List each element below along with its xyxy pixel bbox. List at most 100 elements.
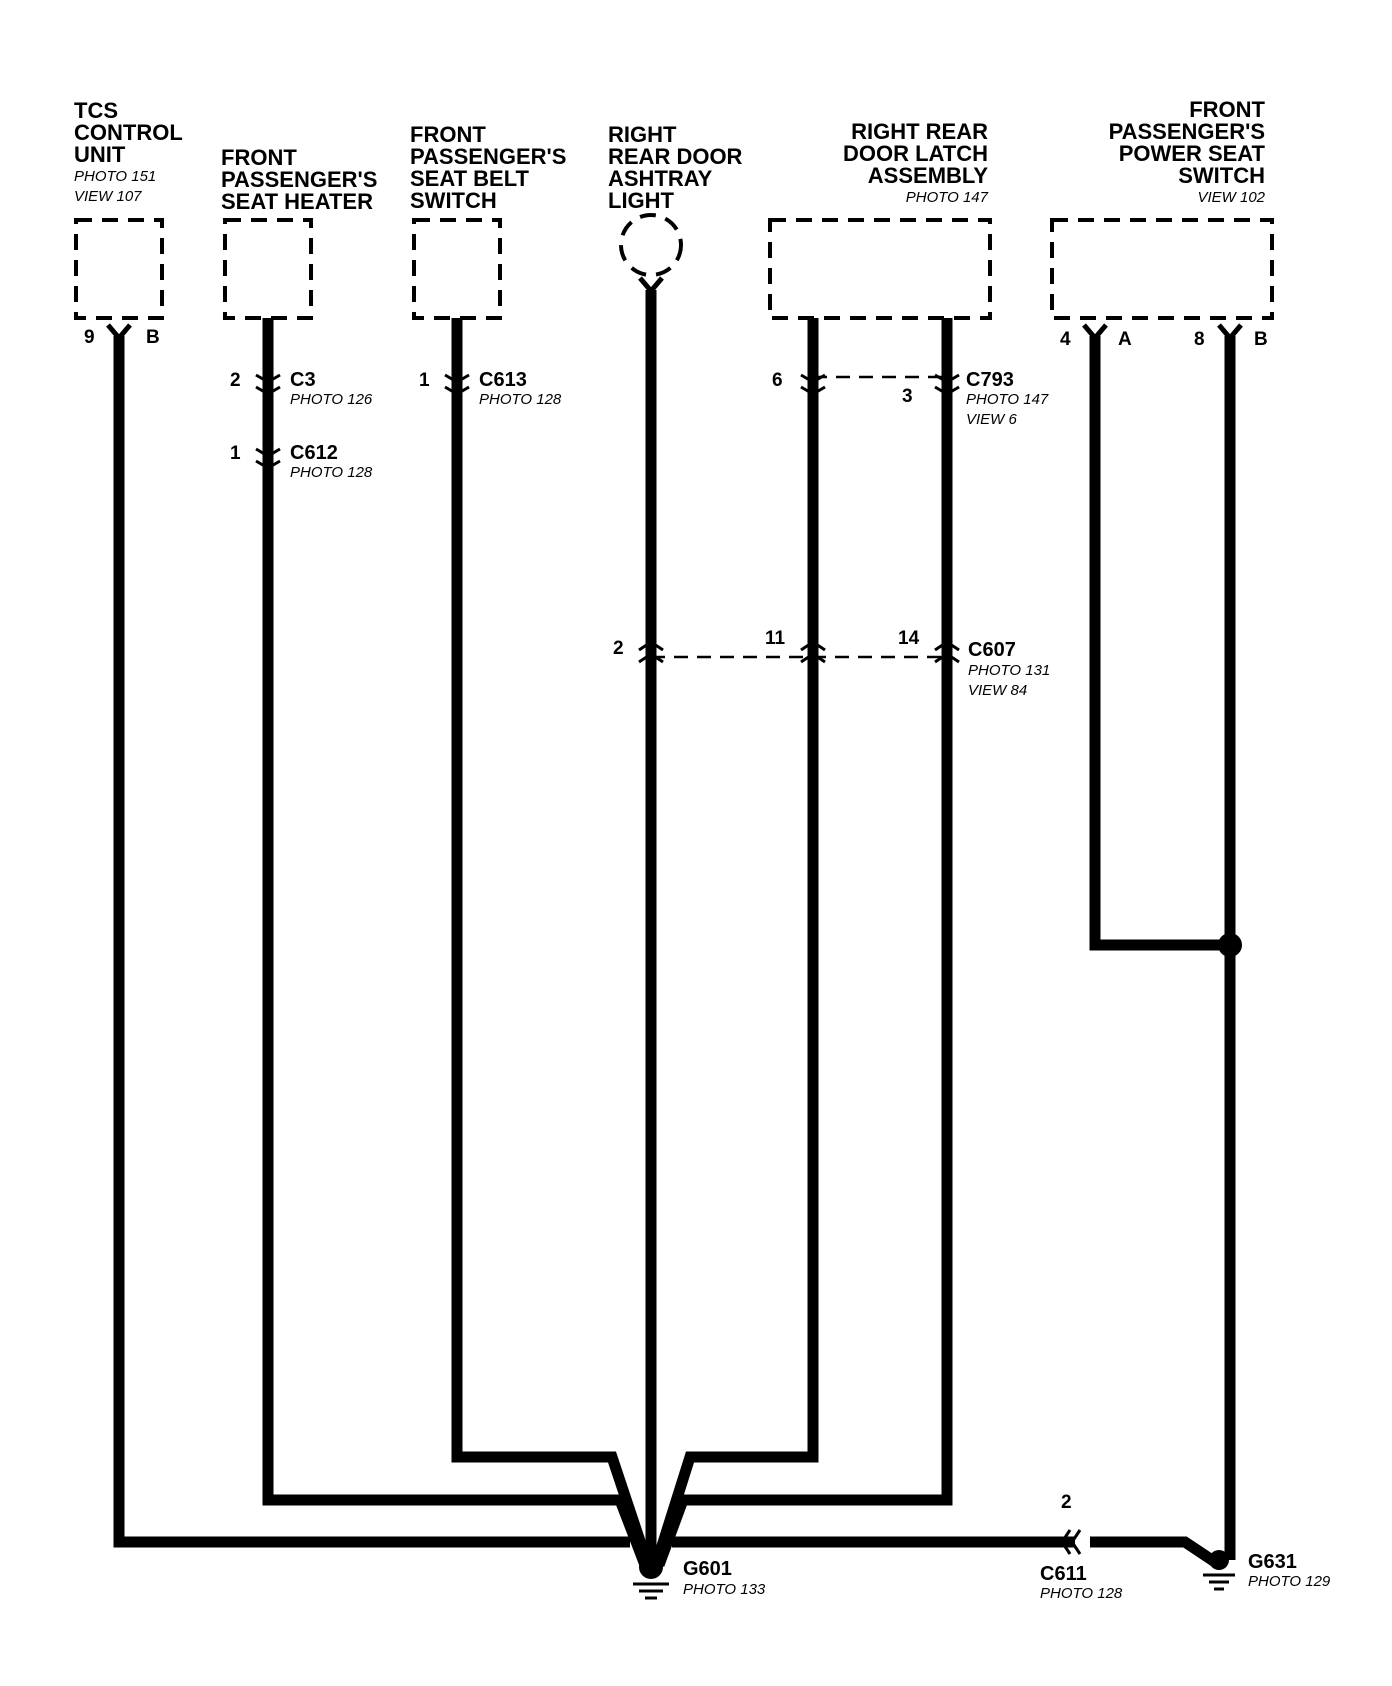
- c607-pin-c-symbol-bottom: [934, 652, 960, 664]
- connector-c611: 2 C611 PHOTO 128: [1040, 1492, 1123, 1602]
- wire-c611-to-g631: [1090, 1536, 1219, 1567]
- seat-belt-name-line-4: SWITCH: [410, 188, 497, 213]
- c793-pin-b-symbol-top: [934, 373, 960, 384]
- power-seat-view: VIEW 102: [1197, 189, 1265, 206]
- power-seat-pin-b-number: 8: [1194, 329, 1205, 350]
- power-seat-name-line-1: FRONT: [1189, 97, 1265, 122]
- wire-seat-belt-ground: [451, 318, 654, 1567]
- g601-ground-icon: [633, 1582, 669, 1600]
- door-latch-name-line-3: ASSEMBLY: [868, 163, 989, 188]
- tcs-name-line-1: TCS: [74, 98, 118, 123]
- c612-symbol-top: [255, 447, 281, 458]
- door-latch-name-line-1: RIGHT REAR: [851, 119, 988, 144]
- c793-pin-b: 3: [902, 386, 913, 407]
- c3-pin: 2: [230, 370, 241, 391]
- c607-view: VIEW 84: [968, 682, 1027, 699]
- c3-symbol-top: [255, 373, 281, 384]
- connector-c793: 6 3 C793 PHOTO 147 VIEW 6: [772, 369, 1049, 428]
- c611-pin: 2: [1061, 1492, 1072, 1513]
- g631-name: G631: [1248, 1551, 1297, 1573]
- g631-photo: PHOTO 129: [1248, 1573, 1331, 1590]
- c793-view: VIEW 6: [966, 411, 1018, 428]
- c607-pin-b-symbol-bottom: [800, 652, 826, 664]
- c793-photo: PHOTO 147: [966, 391, 1049, 408]
- c613-name: C613: [479, 369, 527, 391]
- wire-power-seat-a-splice: [1089, 336, 1230, 951]
- c793-pin-a-symbol-bottom: [800, 385, 826, 396]
- door-latch-name-line-2: DOOR LATCH: [843, 141, 988, 166]
- power-seat-name-line-2: PASSENGER'S: [1109, 119, 1265, 144]
- g601-name: G601: [683, 1558, 732, 1580]
- c3-name: C3: [290, 369, 316, 391]
- connector-c3: 2 C3 PHOTO 126: [230, 369, 373, 408]
- seat-heater-label: FRONT PASSENGER'S SEAT HEATER: [221, 145, 377, 214]
- c607-pin-c: 14: [898, 628, 920, 649]
- ground-g601: G601 PHOTO 133: [633, 1555, 766, 1600]
- c612-symbol-bottom: [255, 459, 281, 470]
- power-seat-name-line-3: POWER SEAT: [1119, 141, 1266, 166]
- g601-photo: PHOTO 133: [683, 1581, 766, 1598]
- tcs-control-unit-box: [74, 218, 164, 320]
- seat-belt-switch-label: FRONT PASSENGER'S SEAT BELT SWITCH: [410, 122, 566, 213]
- c607-pin-a: 2: [613, 638, 624, 659]
- ashtray-name-line-4: LIGHT: [608, 188, 675, 213]
- c613-photo: PHOTO 128: [479, 391, 562, 408]
- seat-heater-name-line-2: PASSENGER'S: [221, 167, 377, 192]
- c607-pin-b-symbol-top: [800, 640, 826, 652]
- ashtray-name-line-1: RIGHT: [608, 122, 677, 147]
- power-seat-pin-a-terminal: 4 A: [1060, 323, 1132, 350]
- c3-symbol-bottom: [255, 385, 281, 396]
- power-seat-pin-b-terminal: 8 B: [1194, 323, 1268, 350]
- tcs-pin-number: 9: [84, 327, 95, 348]
- c607-photo: PHOTO 131: [968, 662, 1050, 679]
- c3-photo: PHOTO 126: [290, 391, 373, 408]
- power-seat-pin-a-number: 4: [1060, 329, 1071, 350]
- connector-c613: 1 C613 PHOTO 128: [419, 369, 562, 408]
- power-seat-pin-b-fork: [1217, 323, 1243, 342]
- power-seat-switch-label: FRONT PASSENGER'S POWER SEAT SWITCH VIEW…: [1109, 97, 1266, 206]
- door-latch-assembly-label: RIGHT REAR DOOR LATCH ASSEMBLY PHOTO 147: [843, 119, 989, 206]
- tcs-pin-terminal: 9 B: [84, 323, 160, 348]
- seat-belt-name-line-2: PASSENGER'S: [410, 144, 566, 169]
- seat-heater-box: [223, 218, 313, 320]
- connector-c612: 1 C612 PHOTO 128: [230, 442, 373, 481]
- seat-belt-switch-box: [412, 218, 502, 320]
- ashtray-name-line-2: REAR DOOR: [608, 144, 743, 169]
- c613-symbol-bottom: [444, 385, 470, 396]
- ground-g631: G631 PHOTO 129: [1203, 1550, 1331, 1591]
- seat-heater-name-line-3: SEAT HEATER: [221, 189, 373, 214]
- c611-symbol-right: [1070, 1529, 1082, 1555]
- g631-ground-node: [1209, 1550, 1229, 1570]
- c611-symbol-left: [1060, 1529, 1072, 1555]
- tcs-pin-letter: B: [146, 327, 160, 348]
- ashtray-light-circle: [619, 213, 683, 277]
- power-seat-switch-box: [1050, 218, 1274, 320]
- tcs-name-line-2: CONTROL: [74, 120, 183, 145]
- g631-ground-icon: [1203, 1573, 1235, 1591]
- ashtray-name-line-3: ASHTRAY: [608, 166, 713, 191]
- c793-name: C793: [966, 369, 1014, 391]
- c607-pin-a-symbol-top: [638, 640, 664, 652]
- c793-pin-b-symbol-bottom: [934, 385, 960, 396]
- c613-symbol-top: [444, 373, 470, 384]
- tcs-pin-fork: [106, 323, 132, 342]
- wire-tcs-ground: [113, 336, 630, 1548]
- c607-pin-c-symbol-top: [934, 640, 960, 652]
- wire-door-latch-1-ground: [650, 318, 819, 1567]
- power-seat-pin-a-letter: A: [1118, 329, 1132, 350]
- c611-photo: PHOTO 128: [1040, 1585, 1123, 1602]
- connector-c607: 2 11 14 C607 PHOTO 131 VIEW 84: [613, 628, 1050, 699]
- c793-pin-a: 6: [772, 370, 783, 391]
- c612-photo: PHOTO 128: [290, 464, 373, 481]
- c607-pin-a-symbol-bottom: [638, 652, 664, 664]
- seat-heater-name-line-1: FRONT: [221, 145, 297, 170]
- ashtray-pin-fork: [638, 276, 664, 295]
- seat-belt-name-line-3: SEAT BELT: [410, 166, 530, 191]
- c613-pin: 1: [419, 370, 430, 391]
- wires: [113, 290, 1242, 1567]
- tcs-name-line-3: UNIT: [74, 142, 126, 167]
- splice-dot: [1218, 933, 1242, 957]
- tcs-control-unit-label: TCS CONTROL UNIT PHOTO 151 VIEW 107: [74, 98, 183, 205]
- wire-door-latch-2-ground: [653, 318, 953, 1567]
